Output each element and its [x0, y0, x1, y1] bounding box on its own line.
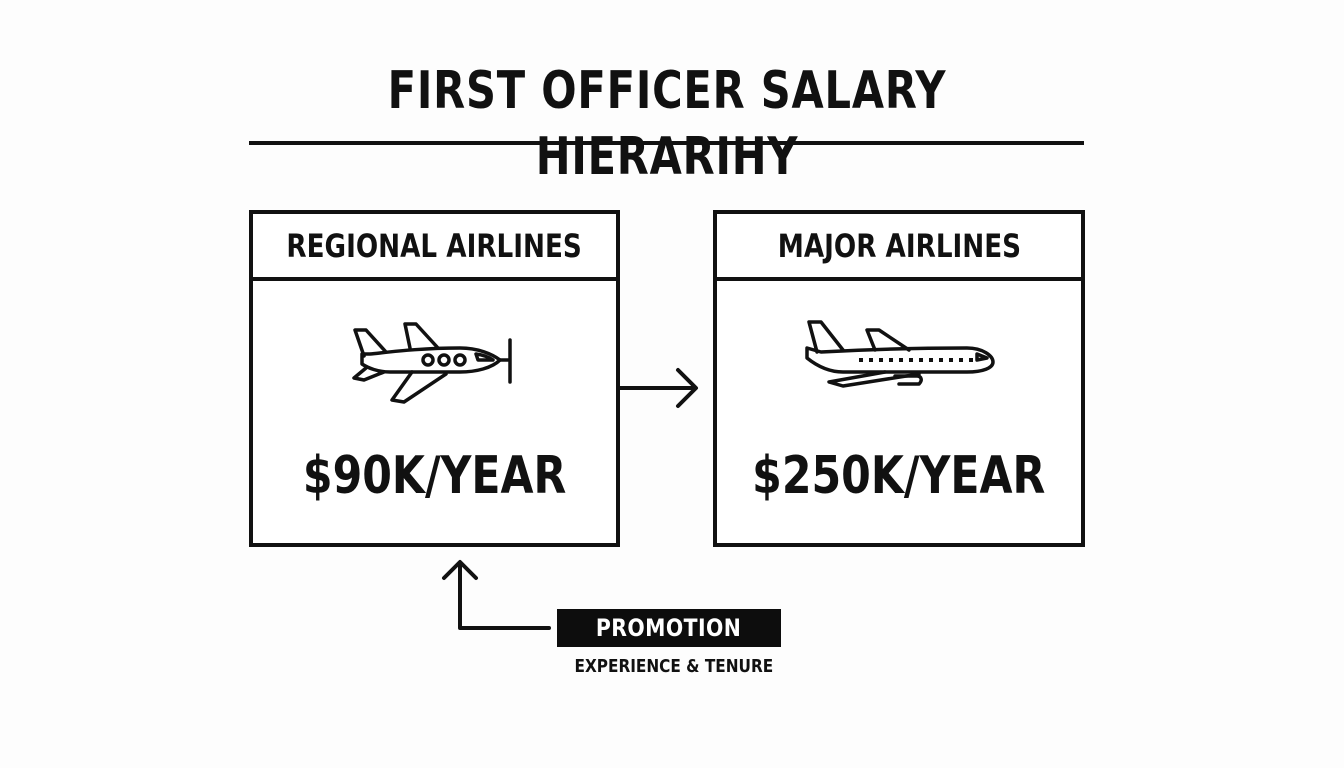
promotion-arrow-line: [458, 564, 551, 630]
major-salary-value: $250K/YEAR: [752, 446, 1046, 506]
promotion-subtitle: EXPERIENCE & TENURE: [557, 656, 781, 677]
regional-card-title: REGIONAL AIRLINES: [286, 226, 583, 265]
progression-arrow-head: [676, 368, 698, 408]
jet-airliner-icon: [805, 320, 995, 388]
title-underline: [249, 141, 1084, 145]
major-card-title: MAJOR AIRLINES: [777, 226, 1021, 265]
promotion-arrow-head: [442, 560, 478, 580]
diagram-title: FIRST OFFICER SALARY HIERARIHY: [387, 61, 947, 187]
regional-card-header: REGIONAL AIRLINES: [253, 214, 616, 281]
promotion-label: PROMOTION: [596, 614, 742, 642]
propeller-plane-icon: [351, 322, 512, 404]
promotion-subtitle-text: EXPERIENCE & TENURE: [574, 656, 774, 677]
regional-airlines-card: REGIONAL AIRLINES $90K/YEAR: [249, 210, 620, 547]
major-card-header: MAJOR AIRLINES: [717, 214, 1081, 281]
major-salary: $250K/YEAR: [717, 446, 1081, 506]
promotion-badge: PROMOTION: [557, 609, 781, 647]
major-airlines-card: MAJOR AIRLINES: [713, 210, 1085, 547]
regional-salary: $90K/YEAR: [253, 446, 616, 506]
regional-salary-value: $90K/YEAR: [302, 446, 567, 506]
